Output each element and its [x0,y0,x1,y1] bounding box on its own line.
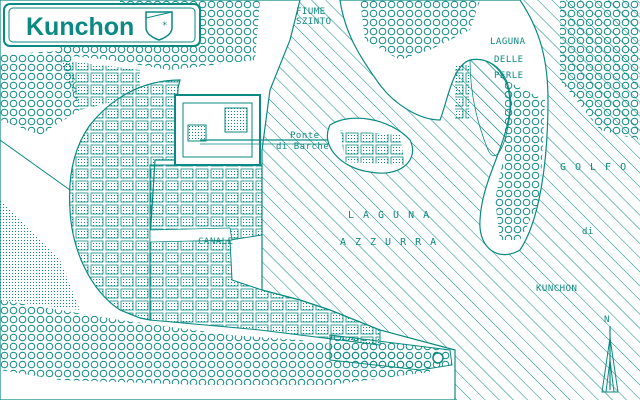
gulf-label-1: GOLFO [560,162,635,173]
bridge-label-1: Ponte [290,131,320,141]
pearl-lagoon-label-3: PERLE [494,71,524,81]
spit [329,334,453,371]
east-woods [560,0,640,140]
river-label-1: FIUME [296,7,326,17]
woods-west [0,50,80,135]
map-title: Kunchon [26,13,134,41]
old-town [68,79,181,321]
azure-lagoon-label-1: LAGUNA [348,210,438,221]
gulf-label-3: KUNCHON [536,284,577,294]
pearl-lagoon-label-2: DELLE [494,55,524,65]
north-label: N [604,315,610,325]
pearl-lagoon [469,59,512,157]
gulf-label-2: di [582,227,594,237]
canal-label: CANALE [198,237,234,247]
pearl-lagoon-houses [455,65,469,120]
river-label-2: SZINTO [296,17,332,27]
bridge-island-houses [340,130,405,165]
pearl-lagoon-label-1: LAGUNA [490,37,526,47]
woods-south [0,300,430,385]
lighthouse-fort [432,352,444,364]
castle-keep [182,102,253,158]
bridge-label-2: di Barche [276,142,329,152]
castle-building [187,124,207,142]
road [0,139,71,191]
canal [149,227,233,243]
pearl-peninsula-woods [360,0,480,60]
fields-south [0,200,80,310]
svg-text:*: * [162,21,168,31]
new-town [149,164,381,346]
north-arrow-icon: N [601,315,619,393]
title-cartouche: Kunchon * [3,3,201,47]
castle-building [224,107,248,133]
azure-lagoon-label-2: AZZURRA [340,237,445,248]
coat-of-arms-icon: * [145,11,173,41]
